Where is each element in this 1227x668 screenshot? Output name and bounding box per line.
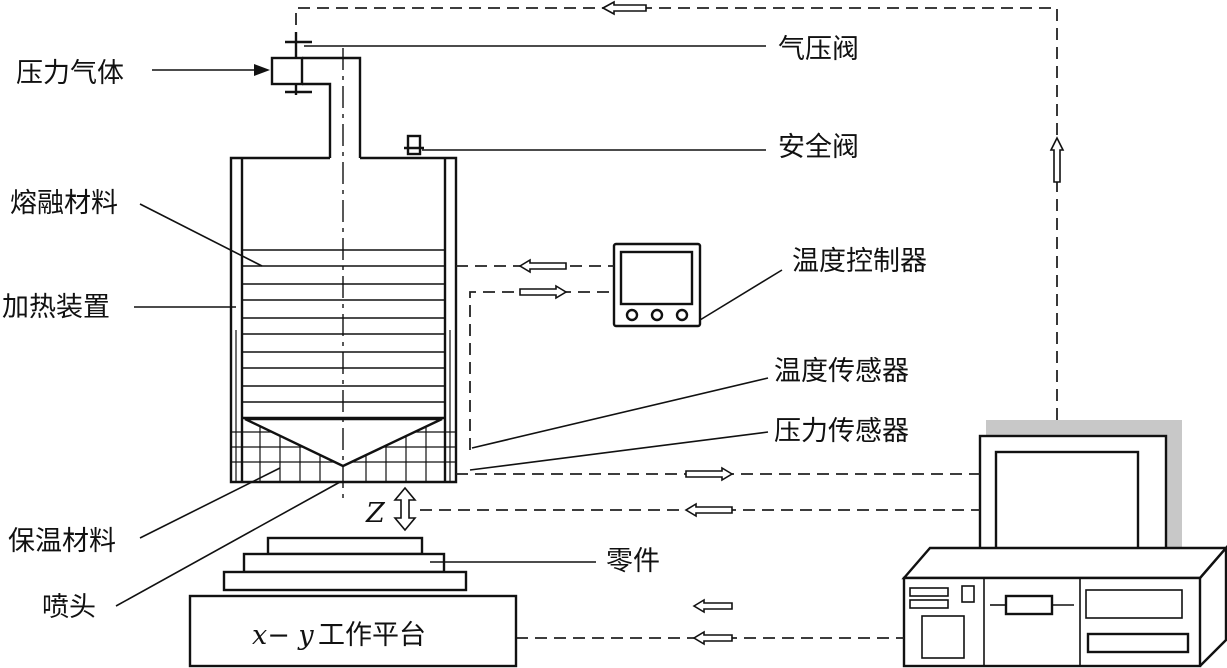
arrow-right-controller — [519, 284, 568, 300]
z-axis-arrow — [393, 486, 417, 532]
label-temp-controller: 温度控制器 — [792, 246, 927, 277]
arrow-right-sensor — [685, 466, 734, 482]
safety-valve — [404, 134, 424, 156]
label-platform-xy: x− y — [252, 620, 314, 651]
leader-lines — [115, 45, 783, 607]
label-pressure-gas: 压力气体 — [16, 58, 124, 89]
xy-platform — [188, 594, 518, 668]
temperature-controller — [612, 242, 702, 328]
arrow-left-z — [684, 502, 733, 518]
label-z-axis: Z — [365, 498, 386, 529]
part — [222, 536, 468, 592]
label-platform-name: 工作平台 — [318, 620, 426, 651]
arrow-up-right — [1049, 136, 1065, 183]
arrow-left-controller — [518, 258, 567, 274]
pressure-gas-arrow — [152, 64, 270, 76]
arrow-left-top — [601, 0, 647, 16]
tank — [229, 48, 458, 500]
label-gas-valve: 气压阀 — [778, 34, 859, 65]
pressure-feedback-line — [295, 0, 1065, 420]
controller-links — [456, 258, 614, 450]
label-safety-valve: 安全阀 — [778, 132, 859, 163]
label-pressure-sensor: 压力传感器 — [774, 416, 909, 447]
label-insulation: 保温材料 — [8, 526, 116, 557]
arrow-left-xy-1 — [692, 598, 733, 614]
label-temp-sensor: 温度传感器 — [774, 356, 909, 387]
label-molten-material: 熔融材料 — [10, 188, 118, 219]
gas-valve — [270, 32, 362, 158]
computer-links — [420, 466, 980, 646]
heating-zone — [235, 330, 451, 482]
label-heating-device: 加热装置 — [2, 292, 110, 323]
label-nozzle: 喷头 — [42, 592, 96, 623]
computer — [901, 420, 1227, 668]
arrow-left-xy-2 — [692, 630, 733, 646]
label-part: 零件 — [606, 546, 660, 577]
